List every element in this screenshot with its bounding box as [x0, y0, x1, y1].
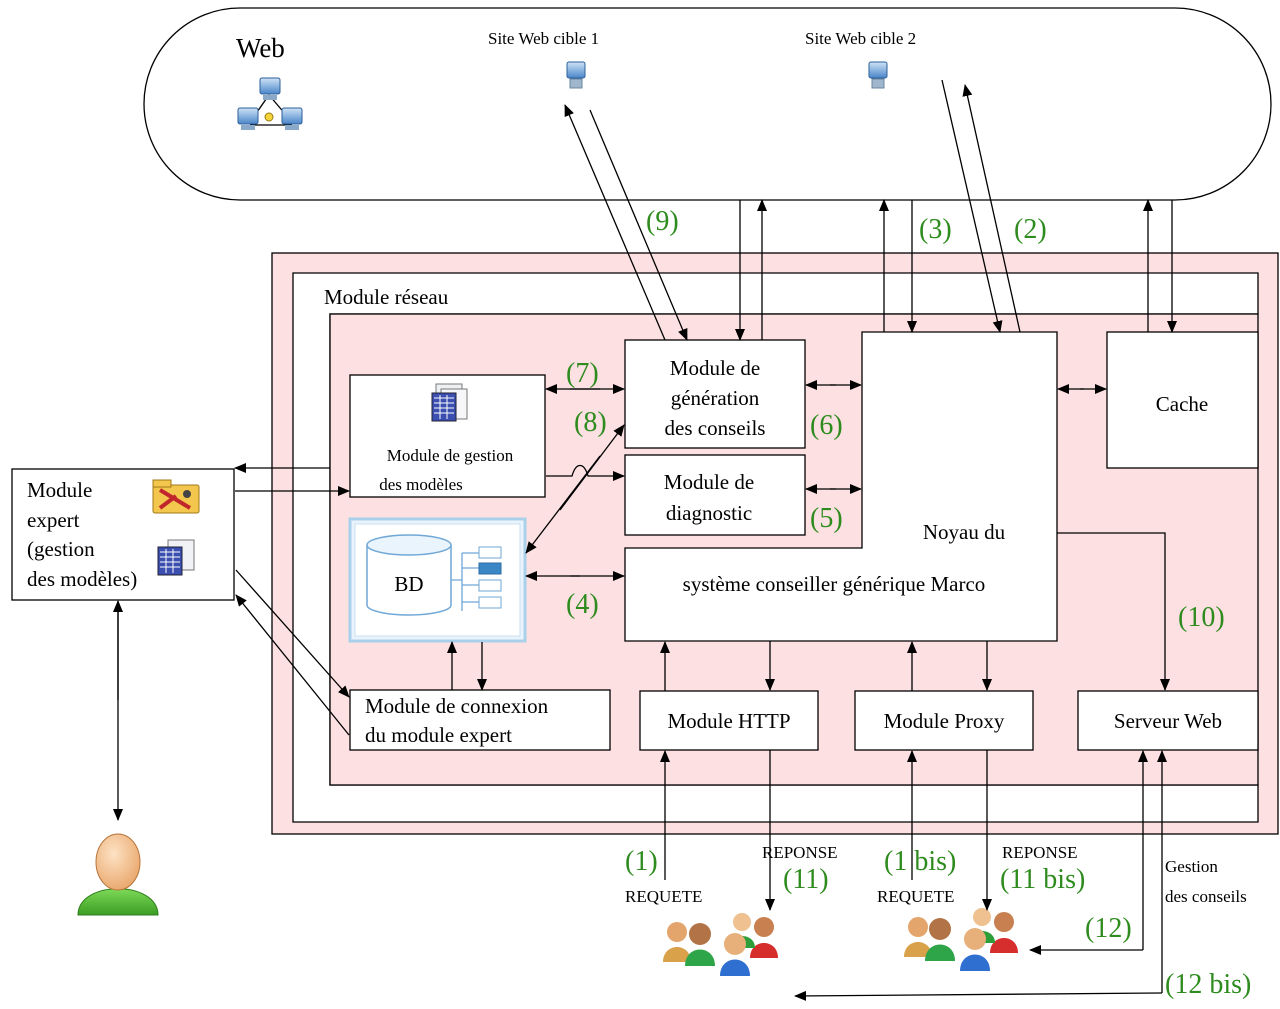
user-group-left-icon [663, 913, 778, 976]
request-label-left: REQUETE [625, 887, 702, 906]
generation-line-2: génération [671, 386, 760, 410]
web-title: Web [236, 33, 285, 63]
web-cloud [143, 7, 1272, 201]
response-label-right: REPONSE [1002, 843, 1078, 862]
label-9: (9) [646, 206, 679, 237]
cache-box: Cache [1106, 331, 1259, 469]
label-3: (3) [919, 214, 952, 245]
module-gestion-modeles: Module de gestion des modèles [349, 374, 546, 498]
arrow-9-up [564, 104, 666, 341]
label-10: (10) [1178, 602, 1225, 633]
response-label-left: REPONSE [762, 843, 838, 862]
serveur-web-label: Serveur Web [1114, 709, 1222, 733]
arrow-9-down [589, 109, 688, 341]
bd-label: BD [394, 572, 423, 596]
cache-label: Cache [1156, 392, 1208, 416]
arrow-10 [1057, 532, 1170, 691]
site-2-computer-icon [868, 61, 888, 89]
module-proxy: Module Proxy [854, 690, 1034, 751]
module-diagnostic: Module de diagnostic [624, 454, 806, 536]
arrow-gestion-to-diagnostic [546, 464, 625, 481]
module-expert: Module expert (gestion des modèles) [11, 468, 235, 601]
expert-line-3: (gestion [27, 537, 95, 561]
expert-line-4: des modèles) [27, 567, 137, 591]
noyau-line-1: Noyau du [923, 520, 1006, 544]
label-5: (5) [810, 503, 843, 534]
database-box: BD [348, 517, 527, 643]
connexion-line-2: du module expert [365, 723, 512, 747]
arrow-12bis-left [794, 990, 1163, 1001]
generation-line-3: des conseils [665, 416, 766, 440]
arrow-connexion-to-expert [235, 594, 350, 736]
label-12: (12) [1085, 913, 1132, 944]
gestion-line-2: des modèles [379, 475, 463, 494]
diagnostic-line-2: diagnostic [666, 501, 752, 525]
label-6: (6) [810, 410, 843, 441]
label-12-bis: (12 bis) [1165, 969, 1251, 1000]
serveur-web: Serveur Web [1077, 690, 1259, 751]
expert-line-2: expert [27, 508, 80, 532]
label-4: (4) [566, 589, 599, 620]
gestion-conseils-line-1: Gestion [1165, 857, 1218, 876]
connectors [113, 79, 1177, 1001]
gestion-conseils-line-2: des conseils [1165, 887, 1247, 906]
generation-line-1: Module de [670, 356, 760, 380]
gestion-line-1: Module de gestion [387, 446, 514, 465]
noyau-line-2: système conseiller générique Marco [683, 572, 986, 596]
diagnostic-line-1: Module de [664, 470, 754, 494]
arrow-8-down [525, 455, 601, 554]
module-connexion-expert: Module de connexion du module expert [349, 689, 611, 751]
document-icon [157, 539, 195, 576]
toolbox-icon [152, 479, 200, 514]
http-label: Module HTTP [667, 709, 790, 733]
user-group-right-icon [904, 908, 1018, 971]
documents-icon [431, 383, 468, 422]
noyau-marco: Noyau du système conseiller générique Ma… [624, 331, 1058, 642]
module-http: Module HTTP [639, 690, 819, 751]
label-11: (11) [783, 864, 829, 895]
label-8: (8) [574, 407, 607, 438]
arrow-2-up [962, 84, 1021, 333]
label-1-bis: (1 bis) [884, 846, 956, 877]
proxy-label: Module Proxy [884, 709, 1005, 733]
database-icon [366, 534, 502, 616]
arrow-expert-to-connexion [235, 569, 350, 698]
label-1: (1) [625, 846, 658, 877]
label-11-bis: (11 bis) [1000, 864, 1085, 895]
expert-user-icon [77, 833, 159, 916]
site-1-computer-icon [566, 61, 586, 89]
label-7: (7) [566, 358, 599, 389]
module-reseau-title: Module réseau [324, 285, 449, 309]
connexion-line-1: Module de connexion [365, 694, 549, 718]
label-2: (2) [1014, 214, 1047, 245]
network-icon [237, 77, 303, 130]
expert-line-1: Module [27, 478, 92, 502]
arrow-2-down [941, 79, 1003, 333]
site-web-cible-2-label: Site Web cible 2 [805, 29, 916, 48]
module-generation-conseils: Module de génération des conseils [624, 339, 806, 449]
site-web-cible-1-label: Site Web cible 1 [488, 29, 599, 48]
request-label-right: REQUETE [877, 887, 954, 906]
